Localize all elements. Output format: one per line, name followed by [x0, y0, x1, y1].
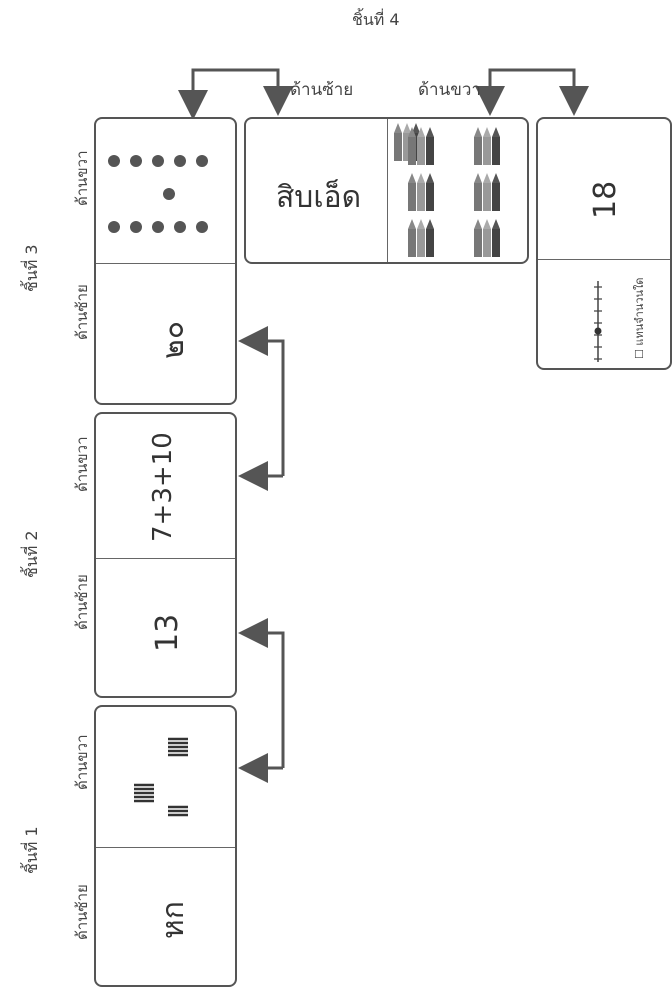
- piece-4-title: ชิ้นที่ 4: [352, 8, 400, 33]
- piece-4-card: สิบเอ็ด: [244, 117, 529, 264]
- pencil-bundles-icon: [394, 123, 528, 261]
- piece-2-right-label: ด้านขวา: [70, 436, 94, 492]
- piece-2-left-value: 13: [150, 614, 185, 652]
- loose-card: 18 ☐ แทนจำนวนใด: [536, 117, 672, 370]
- piece-1-right-label: ด้านขวา: [70, 734, 94, 790]
- piece-4-left-label: ด้านซ้าย: [290, 76, 353, 103]
- dot-pattern-icon: [106, 149, 226, 259]
- arrow-piece3-piece4: [193, 70, 278, 114]
- piece-3-title: ชิ้นที่ 3: [20, 244, 45, 292]
- piece-4-right-label: ด้านขวา: [418, 76, 481, 103]
- piece-2-right-value: 7+3+10: [148, 432, 178, 542]
- piece-1-left-value: หก: [150, 901, 197, 939]
- piece-1-title: ชิ้นที่ 1: [20, 826, 45, 874]
- piece-3-right-label: ด้านขวา: [70, 150, 94, 206]
- piece-2-card: 7+3+10 13: [94, 412, 237, 698]
- piece-4-left-value: สิบเอ็ด: [276, 174, 361, 221]
- piece-2-title: ชิ้นที่ 2: [20, 530, 45, 578]
- loose-card-value: 18: [588, 181, 623, 219]
- piece-1-left-label: ด้านซ้าย: [70, 884, 94, 940]
- arrow-piece4-card: [490, 70, 574, 110]
- arrow-piece2-piece3: [244, 341, 283, 476]
- tally-marks-icon: [124, 737, 214, 837]
- piece-3-left-label: ด้านซ้าย: [70, 284, 94, 340]
- piece-2-left-label: ด้านซ้าย: [70, 574, 94, 630]
- number-line-caption: ☐ แทนจำนวนใด: [630, 277, 648, 359]
- piece-1-card: หก: [94, 705, 237, 987]
- arrow-piece1-piece2: [244, 633, 283, 768]
- piece-3-left-value: ๒๐: [150, 321, 197, 359]
- number-line-icon: [578, 279, 618, 364]
- piece-3-card: ๒๐: [94, 117, 237, 405]
